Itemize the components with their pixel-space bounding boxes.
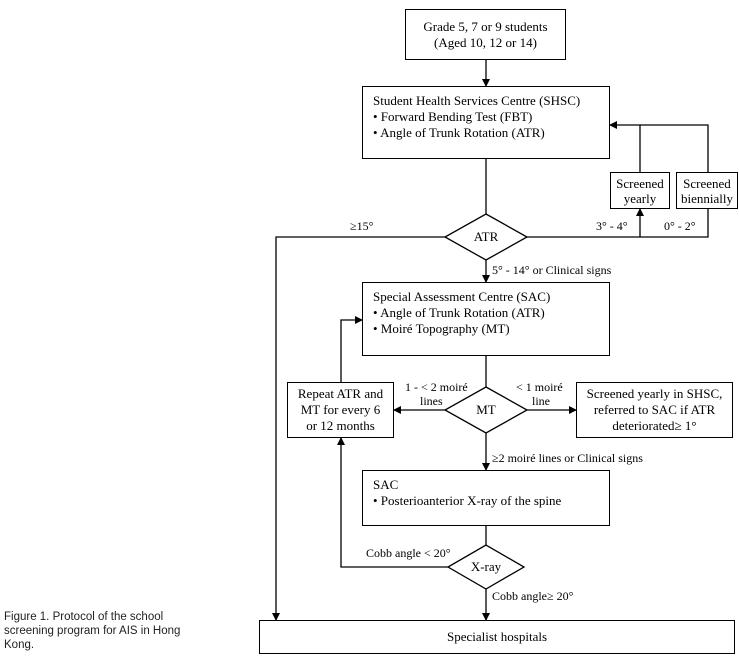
start-line1: Grade 5, 7 or 9 students (423, 18, 548, 34)
specialist-label: Specialist hospitals (446, 629, 548, 644)
screened-shsc-line1: Screened yearly in SHSC, (586, 386, 723, 401)
label-moire-1-2-b: lines (420, 394, 443, 408)
sac2-title: SAC (373, 477, 399, 492)
figure-caption: Figure 1. Protocol of the school screeni… (4, 611, 181, 651)
xray-decision-label: X-ray (470, 559, 502, 574)
atr-decision-label: ATR (473, 229, 499, 244)
shsc-item-fbt: • Forward Bending Test (FBT) (373, 109, 533, 124)
mt-decision-label: MT (476, 402, 496, 417)
node-sac-xray: SAC • Posterioanterior X-ray of the spin… (362, 470, 610, 526)
label-cobb-lt20: Cobb angle < 20° (366, 546, 451, 560)
screened-yearly-line1: Screened (616, 175, 664, 191)
repeat-line2: MT for every 6 (300, 402, 381, 417)
edge-atr-biennial (527, 209, 709, 238)
label-cobb-ge20: Cobb angle≥ 20° (492, 589, 574, 603)
sac2-item-xray: • Posterioanterior X-ray of the spine (373, 493, 562, 508)
sac-item-mt: • Moiré Topography (MT) (373, 321, 510, 336)
screened-yearly-line2: yearly (623, 190, 657, 206)
node-shsc: Student Health Services Centre (SHSC) • … (362, 86, 610, 159)
screened-biennially-line1: Screened (683, 175, 731, 191)
sac-title: Special Assessment Centre (SAC) (373, 289, 551, 304)
node-specialist-hospitals: Specialist hospitals (259, 620, 735, 654)
node-sac: Special Assessment Centre (SAC) • Angle … (362, 282, 610, 356)
label-3-4: 3° - 4° (596, 219, 628, 233)
screened-biennially-line2: biennially (681, 190, 733, 206)
label-moire-1-2-a: 1 - < 2 moiré (405, 380, 468, 394)
repeat-line3: or 12 months (306, 418, 375, 433)
edge-biennial-shsc (640, 124, 709, 172)
label-ge15: ≥15° (350, 219, 374, 233)
edge-repeat-sac (340, 316, 363, 382)
repeat-line1: Repeat ATR and (297, 386, 384, 401)
edge-xray-repeat (337, 437, 448, 568)
shsc-title: Student Health Services Centre (SHSC) (373, 93, 581, 108)
shsc-item-atr: • Angle of Trunk Rotation (ATR) (373, 125, 545, 140)
edge-atr-specialist (272, 236, 445, 621)
label-moire-ge2: ≥2 moiré lines or Clinical signs (492, 451, 643, 465)
node-start: Grade 5, 7 or 9 students (Aged 10, 12 or… (405, 9, 566, 60)
node-repeat: Repeat ATR and MT for every 6 or 12 mont… (287, 382, 394, 438)
label-moire-lt1-b: line (532, 394, 550, 408)
screened-shsc-line3: deteriorated≥ 1° (612, 418, 697, 433)
label-moire-lt1-a: < 1 moiré (516, 380, 563, 394)
start-line2: (Aged 10, 12 or 14) (434, 34, 537, 50)
label-5-14: 5° - 14° or Clinical signs (492, 263, 612, 277)
edge-yearly-shsc (609, 121, 641, 172)
node-screened-shsc: Screened yearly in SHSC, referred to SAC… (576, 382, 733, 438)
screened-shsc-line2: referred to SAC if ATR (593, 402, 716, 417)
sac-item-atr: • Angle of Trunk Rotation (ATR) (373, 305, 545, 320)
node-screened-yearly: Screened yearly (610, 172, 670, 209)
node-screened-biennially: Screened biennially (676, 172, 738, 209)
label-0-2: 0° - 2° (664, 219, 696, 233)
